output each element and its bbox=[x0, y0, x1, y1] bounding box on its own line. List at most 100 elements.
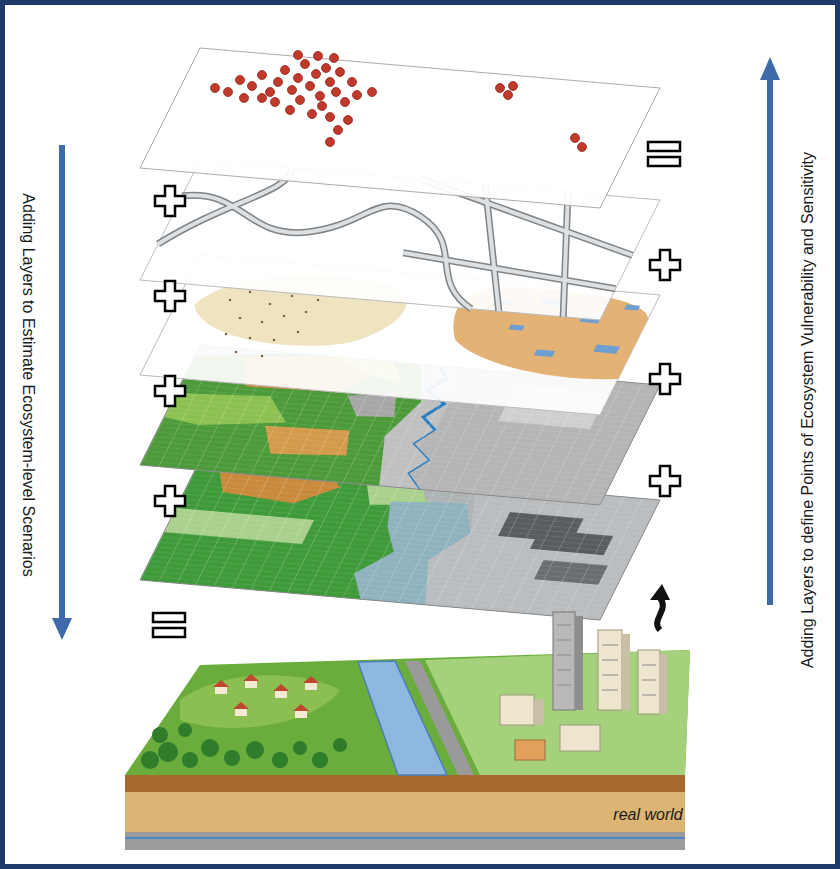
buildings-part-part bbox=[602, 660, 618, 661]
real-world-block-part bbox=[125, 792, 685, 832]
soil-dots-part bbox=[297, 331, 300, 334]
buildings-part bbox=[500, 695, 534, 725]
point-dots-part bbox=[332, 88, 341, 97]
real-world-block-part bbox=[405, 661, 474, 775]
buildings-part-part bbox=[602, 645, 618, 646]
road-layer-part-part bbox=[508, 192, 623, 317]
buildings-part-part bbox=[557, 625, 571, 626]
point-dots-part bbox=[306, 82, 315, 91]
direction-arrows-part bbox=[760, 57, 780, 80]
operator-symbols-part bbox=[155, 486, 185, 516]
real-world-block-part-part bbox=[201, 739, 219, 757]
point-dots-part bbox=[509, 82, 518, 91]
real-world-block-part-part bbox=[312, 752, 328, 768]
real-world-block-part-part bbox=[158, 742, 178, 762]
real-world-block-part bbox=[125, 837, 685, 839]
soil-dots-part bbox=[249, 337, 252, 340]
buildings-part-part bbox=[642, 680, 656, 681]
operator-symbols-part bbox=[155, 186, 185, 216]
road-layer-part-part bbox=[395, 253, 624, 289]
point-dots-part bbox=[326, 138, 335, 147]
soil-dots-part bbox=[283, 315, 286, 318]
curved-arrow-part bbox=[657, 598, 663, 630]
point-dots-part bbox=[504, 91, 513, 100]
operator-symbols-part bbox=[650, 250, 680, 280]
road-layer-part-part bbox=[140, 188, 517, 309]
real-world-block-part-part bbox=[293, 741, 307, 755]
point-dots-part bbox=[236, 76, 245, 85]
point-dots-part bbox=[326, 78, 335, 87]
soil-dots-part bbox=[269, 303, 272, 306]
soil-layer-part bbox=[593, 345, 620, 354]
direction-arrows-part bbox=[52, 618, 72, 640]
buildings-part-part bbox=[557, 655, 571, 656]
point-dots-part bbox=[368, 88, 377, 97]
point-dots-part bbox=[318, 102, 327, 111]
real-world-block-part-part bbox=[182, 752, 198, 768]
real-world-block-part-part bbox=[246, 741, 264, 759]
axis-caption: Adding Layers to define Points of Ecosys… bbox=[799, 152, 817, 668]
direction-arrows-part bbox=[59, 145, 65, 620]
buildings-part bbox=[660, 654, 667, 714]
point-dots-part bbox=[344, 116, 353, 125]
buildings-part-part bbox=[557, 670, 571, 671]
buildings-part bbox=[560, 725, 600, 751]
soil-dots-part bbox=[291, 295, 294, 298]
operator-symbols bbox=[153, 142, 680, 637]
houses-part bbox=[243, 674, 259, 681]
houses-part bbox=[273, 684, 289, 691]
road-layer-part-part bbox=[395, 253, 624, 289]
real-world-block-part-part bbox=[141, 751, 159, 769]
point-dots-part bbox=[326, 113, 335, 122]
point-dots-part bbox=[322, 64, 331, 73]
real-world-block-part bbox=[180, 675, 340, 728]
buildings-part bbox=[622, 634, 630, 710]
direction-arrows bbox=[52, 57, 780, 640]
soil-layer-part bbox=[624, 305, 640, 311]
real-world-block-part bbox=[141, 723, 347, 769]
point-dots-part bbox=[296, 96, 305, 105]
real-world-block-part bbox=[125, 775, 685, 850]
operator-symbols-part bbox=[650, 364, 680, 394]
real-world-block-part-part bbox=[178, 723, 192, 737]
buildings bbox=[500, 612, 667, 760]
buildings-part bbox=[557, 625, 656, 695]
soil-dots-part bbox=[225, 333, 228, 336]
block-label: real world bbox=[613, 806, 682, 824]
soil-dots-part bbox=[305, 311, 308, 314]
buildings-part bbox=[515, 740, 545, 760]
point-dots-part bbox=[312, 70, 321, 79]
houses-part bbox=[293, 704, 309, 711]
point-dots-part bbox=[353, 91, 362, 100]
curved-arrow bbox=[650, 584, 670, 630]
buildings-part-part bbox=[557, 685, 571, 686]
road-layer-part-part bbox=[140, 188, 517, 309]
operator-symbols-part bbox=[650, 466, 680, 496]
soil-dots-part bbox=[273, 339, 276, 342]
point-dots-part bbox=[294, 51, 303, 60]
point-dots-part bbox=[330, 54, 339, 63]
operator-symbols-part bbox=[155, 281, 185, 311]
houses bbox=[213, 674, 319, 718]
point-dots-part bbox=[314, 52, 323, 61]
soil-dots-part bbox=[261, 355, 264, 358]
buildings-part bbox=[598, 630, 622, 710]
real-world-block-part-part bbox=[272, 752, 288, 768]
point-dots-part bbox=[271, 98, 280, 107]
real-world-block bbox=[125, 612, 690, 850]
real-world-block-part-part bbox=[152, 727, 168, 743]
real-world-block-part-part bbox=[224, 750, 240, 766]
axis-caption: Adding Layers to Estimate Ecosystem-leve… bbox=[19, 193, 37, 576]
point-dots-part bbox=[258, 94, 267, 103]
road-layer-part-part bbox=[508, 192, 623, 317]
real-world-block-part bbox=[125, 832, 685, 850]
point-dots-part bbox=[334, 126, 343, 135]
buildings-part bbox=[534, 699, 544, 725]
point-dots-part bbox=[571, 134, 580, 143]
point-dots-part bbox=[348, 78, 357, 87]
soil-dots-part bbox=[249, 291, 252, 294]
road-layer-part-part bbox=[425, 185, 559, 311]
point-dots-part bbox=[578, 143, 587, 152]
houses-part bbox=[275, 690, 287, 698]
